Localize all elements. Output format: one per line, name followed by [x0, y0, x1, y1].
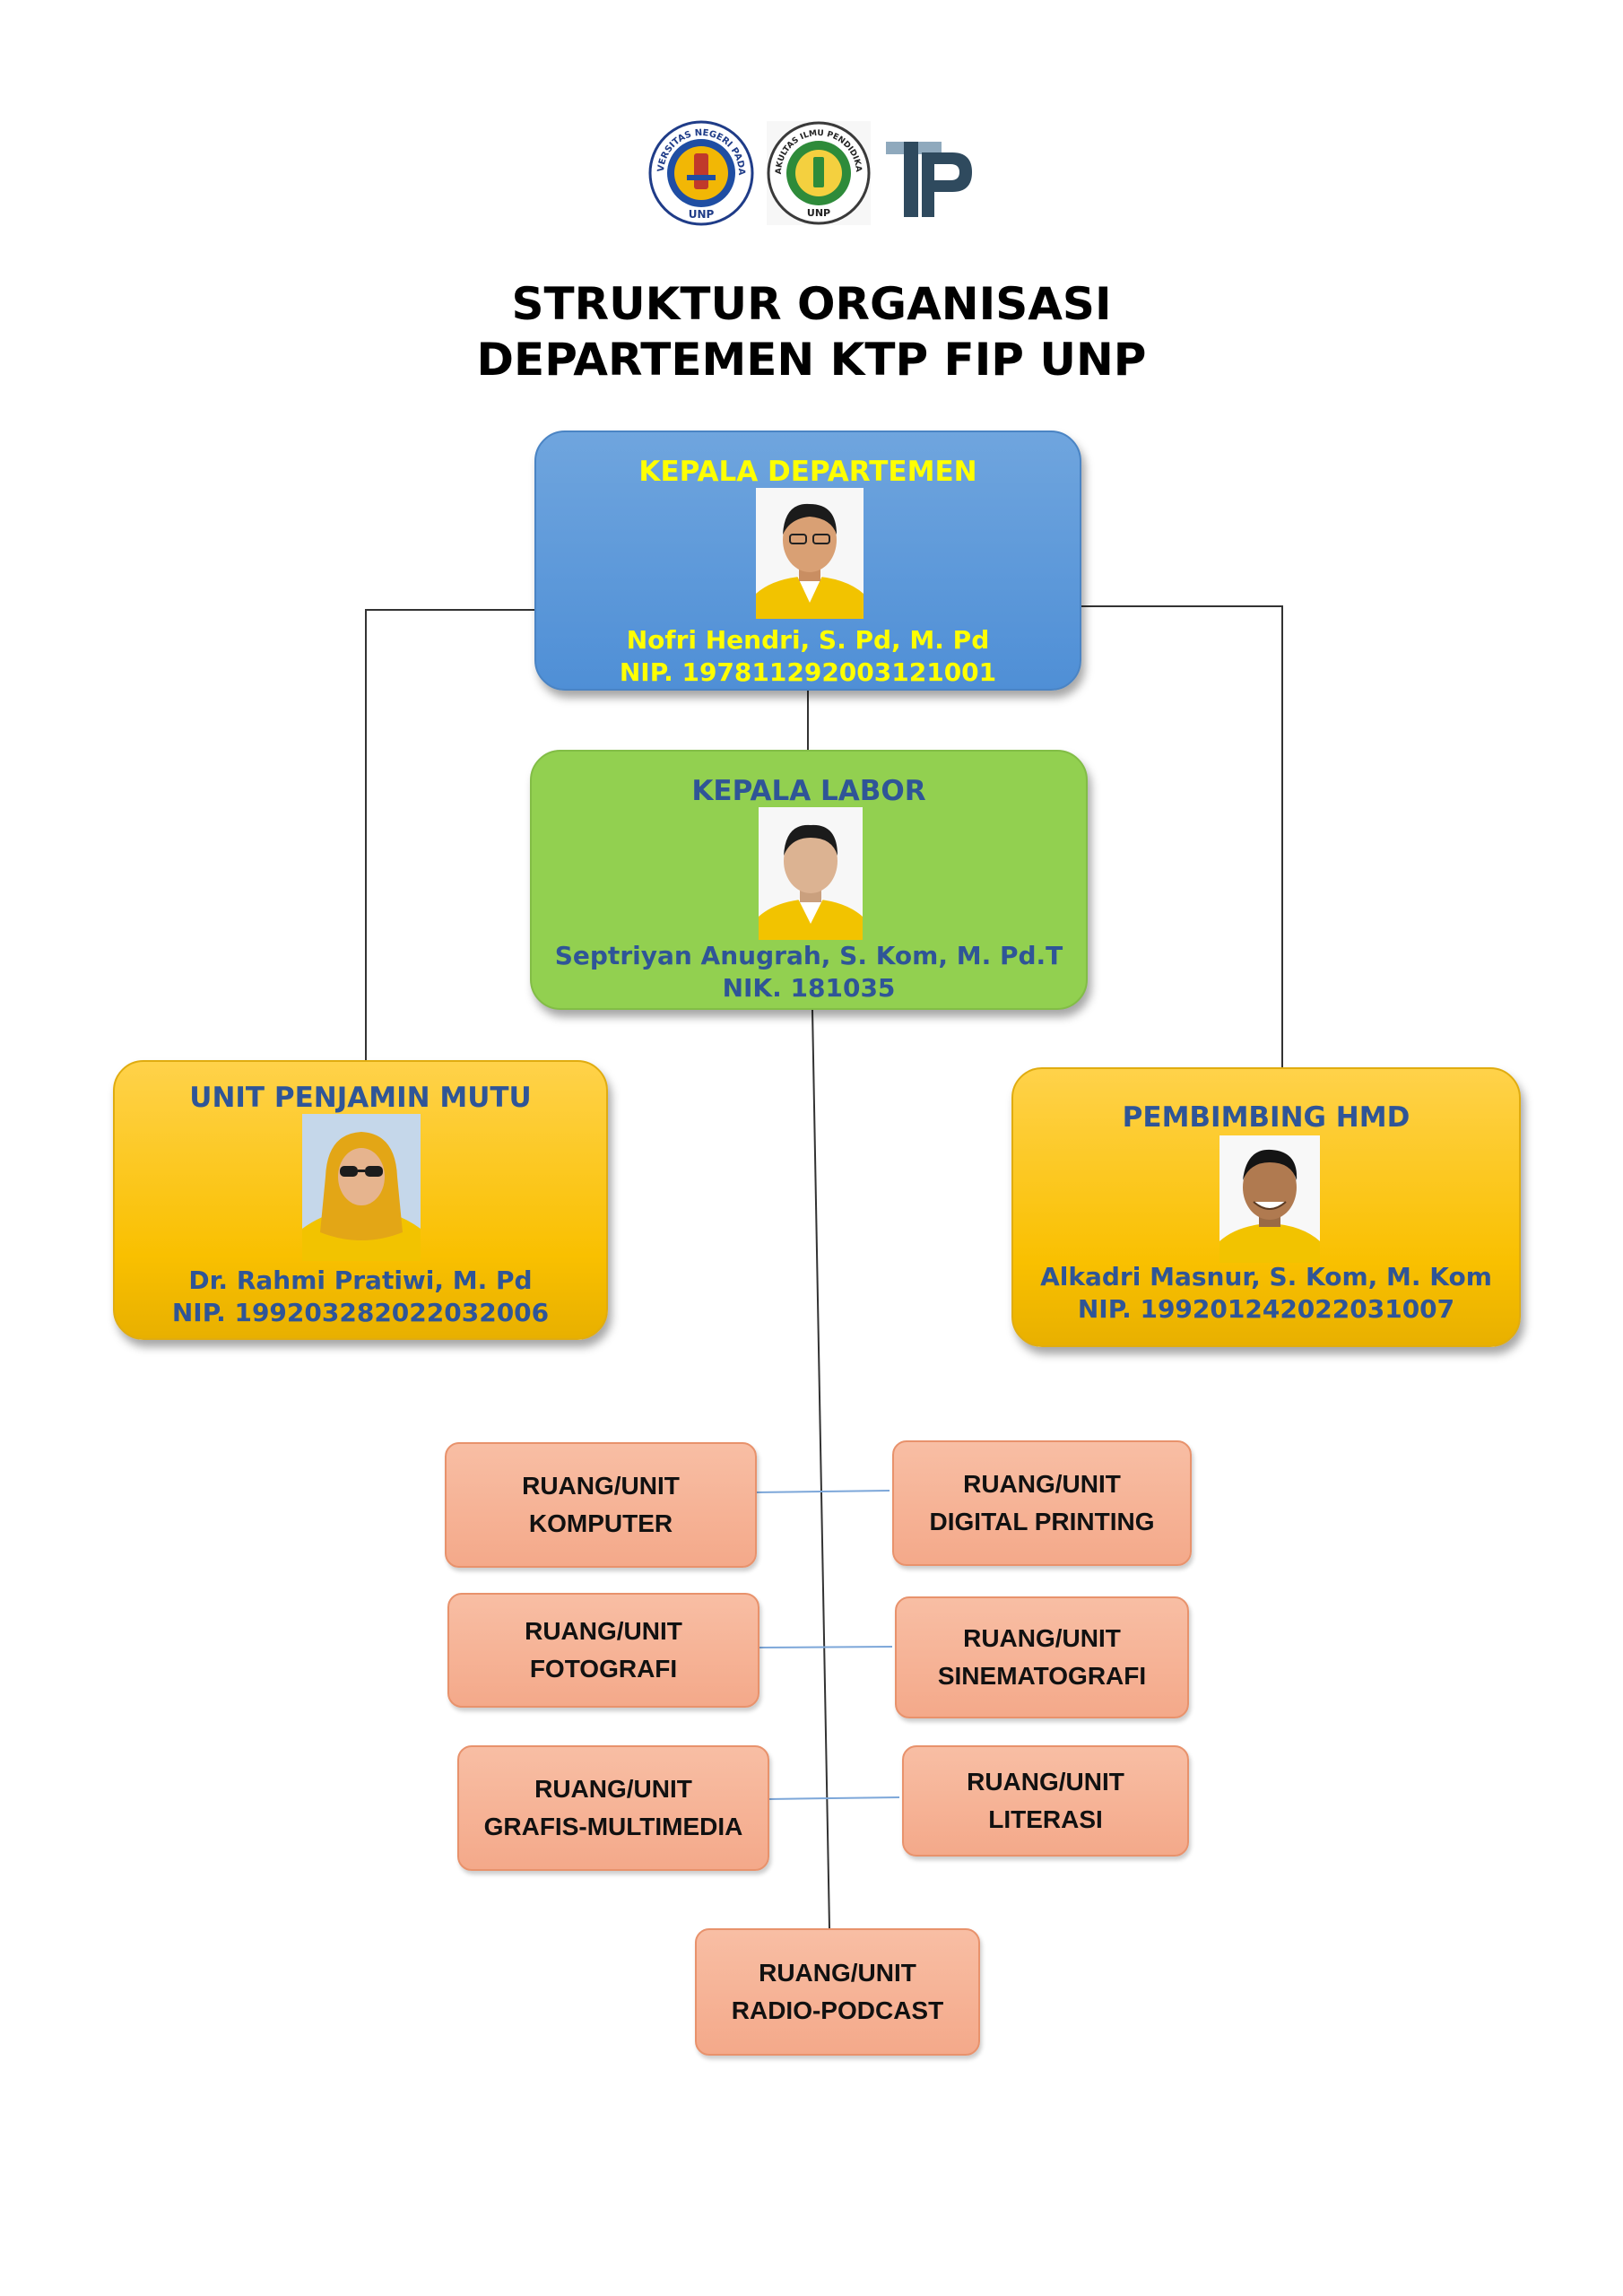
unp-logo-bottom: UNP: [689, 208, 715, 221]
unit-literasi: RUANG/UNIT LITERASI: [902, 1745, 1189, 1857]
portrait-photo: [302, 1114, 421, 1261]
unit-line-1: RUANG/UNIT: [967, 1768, 1124, 1796]
fip-logo: FAKULTAS ILMU PENDIDIKAN UNP: [761, 113, 872, 227]
title-line-1: STRUKTUR ORGANISASI: [511, 278, 1112, 330]
person-id: NIP. 199203282022032006: [171, 1298, 550, 1327]
unit-line-2: DIGITAL PRINTING: [929, 1508, 1155, 1535]
unit-line-2: KOMPUTER: [528, 1509, 673, 1537]
unit-digital-printing: RUANG/UNIT DIGITAL PRINTING: [892, 1440, 1192, 1566]
unit-line-2: RADIO-PODCAST: [731, 1996, 944, 2024]
unit-sinematografi: RUANG/UNIT SINEMATOGRAFI: [895, 1596, 1189, 1718]
unit-grafis-multimedia: RUANG/UNIT GRAFIS-MULTIMEDIA: [457, 1745, 769, 1871]
unit-line-1: RUANG/UNIT: [534, 1775, 692, 1803]
unit-line-2: SINEMATOGRAFI: [937, 1662, 1147, 1690]
tp-logo: TP: [882, 135, 981, 224]
node-unit-penjamin-mutu: UNIT PENJAMIN MUTU Dr. Rahmi Pratiwi, M.…: [113, 1060, 608, 1340]
portrait-photo: [1219, 1135, 1320, 1263]
person-name: Nofri Hendri, S. Pd, M. Pd: [626, 625, 990, 655]
person-name: Alkadri Masnur, S. Kom, M. Kom: [1040, 1262, 1492, 1292]
unit-line-2: LITERASI: [988, 1805, 1103, 1833]
unp-logo: UNIVERSITAS NEGERI PADANG UNP: [644, 112, 755, 227]
unit-line-1: RUANG/UNIT: [963, 1470, 1121, 1498]
person-name: Dr. Rahmi Pratiwi, M. Pd: [188, 1265, 533, 1295]
unit-line-1: RUANG/UNIT: [963, 1624, 1121, 1652]
role-label: KEPALA DEPARTEMEN: [638, 456, 977, 488]
unit-line-1: RUANG/UNIT: [759, 1959, 916, 1987]
node-kepala-labor: KEPALA LABOR Septriyan Anugrah, S. Kom, …: [530, 750, 1088, 1010]
unit-komputer: RUANG/UNIT KOMPUTER: [445, 1442, 757, 1568]
node-pembimbing-hmd: PEMBIMBING HMD Alkadri Masnur, S. Kom, M…: [1011, 1067, 1521, 1347]
unit-line-1: RUANG/UNIT: [522, 1472, 680, 1500]
unit-line-1: RUANG/UNIT: [525, 1617, 682, 1645]
person-name: Septriyan Anugrah, S. Kom, M. Pd.T: [554, 941, 1063, 970]
person-id: NIK. 181035: [722, 973, 896, 1003]
person-id: NIP. 197811292003121001: [619, 657, 997, 687]
person-id: NIP. 199201242022031007: [1077, 1294, 1455, 1324]
unit-radio-podcast: RUANG/UNIT RADIO-PODCAST: [695, 1928, 980, 2056]
unit-line-2: GRAFIS-MULTIMEDIA: [483, 1813, 743, 1840]
role-label: UNIT PENJAMIN MUTU: [189, 1082, 532, 1114]
role-label: KEPALA LABOR: [691, 775, 926, 807]
portrait-photo: [759, 807, 863, 940]
role-label: PEMBIMBING HMD: [1122, 1101, 1410, 1134]
title-line-2: DEPARTEMEN KTP FIP UNP: [476, 334, 1147, 386]
unit-fotografi: RUANG/UNIT FOTOGRAFI: [447, 1593, 759, 1708]
node-kepala-departemen: KEPALA DEPARTEMEN Nofri Hendri, S. Pd, M…: [534, 430, 1081, 691]
fip-logo-bottom: UNP: [807, 207, 830, 219]
portrait-photo: [756, 488, 864, 619]
unit-line-2: FOTOGRAFI: [529, 1655, 678, 1683]
